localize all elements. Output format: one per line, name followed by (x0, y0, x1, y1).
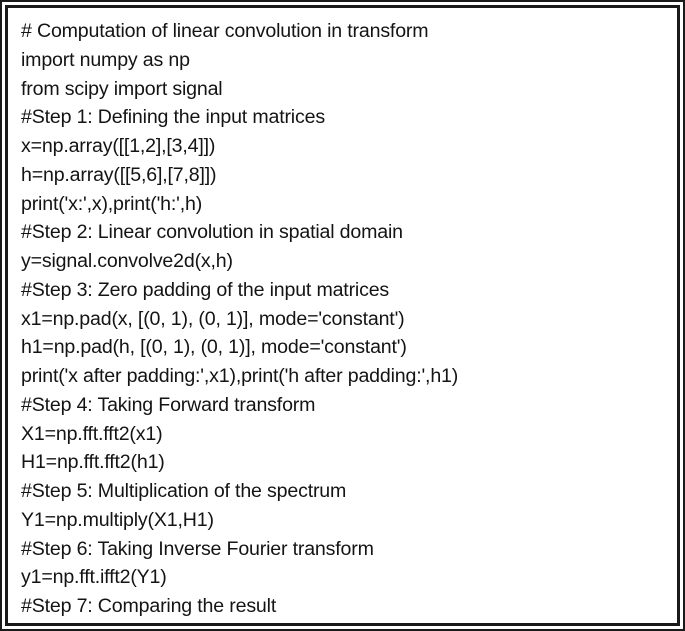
code-line: #Step 5: Multiplication of the spectrum (21, 480, 347, 502)
code-line: print('x:',x),print('h:',h) (21, 192, 203, 215)
code-line: X1=np.fft.fft2(x1) (21, 422, 163, 445)
code-listing-body: # Computation of linear convolution in t… (8, 8, 677, 623)
code-line: y1=np.fft.ifft2(Y1) (21, 566, 167, 589)
code-line: H1=np.fft.fft2(h1) (21, 451, 165, 474)
code-line: y=signal.convolve2d(x,h) (21, 250, 233, 272)
code-line: from scipy import signal (21, 77, 223, 100)
code-line: h1=np.pad(h, [(0, 1), (0, 1)], mode='con… (21, 336, 407, 359)
code-line: #Step 3: Zero padding of the input matri… (21, 278, 390, 301)
code-line: h=np.array([[5,6],[7,8]]) (21, 163, 217, 186)
code-line: x1=np.pad(x, [(0, 1), (0, 1)], mode='con… (21, 307, 405, 330)
code-line: Y1=np.multiply(X1,H1) (21, 508, 214, 531)
code-line: import numpy as np (21, 48, 190, 71)
code-line: #Step 4: Taking Forward transform (21, 393, 316, 416)
code-listing-inner-border: # Computation of linear convolution in t… (5, 5, 680, 626)
code-line: #Step 7: Comparing the result (21, 595, 277, 617)
code-line: # Computation of linear convolution in t… (21, 20, 429, 42)
code-line: #Step 2: Linear convolution in spatial d… (21, 221, 403, 244)
code-line: x=np.array([[1,2],[3,4]]) (21, 135, 216, 157)
code-line: #Step 1: Defining the input matrices (21, 106, 325, 129)
code-line: #Step 6: Taking Inverse Fourier transfor… (21, 537, 374, 560)
code-line: print('Result of linear convolution in s… (21, 621, 671, 623)
code-line: print('x after padding:',x1),print('h af… (21, 365, 459, 387)
